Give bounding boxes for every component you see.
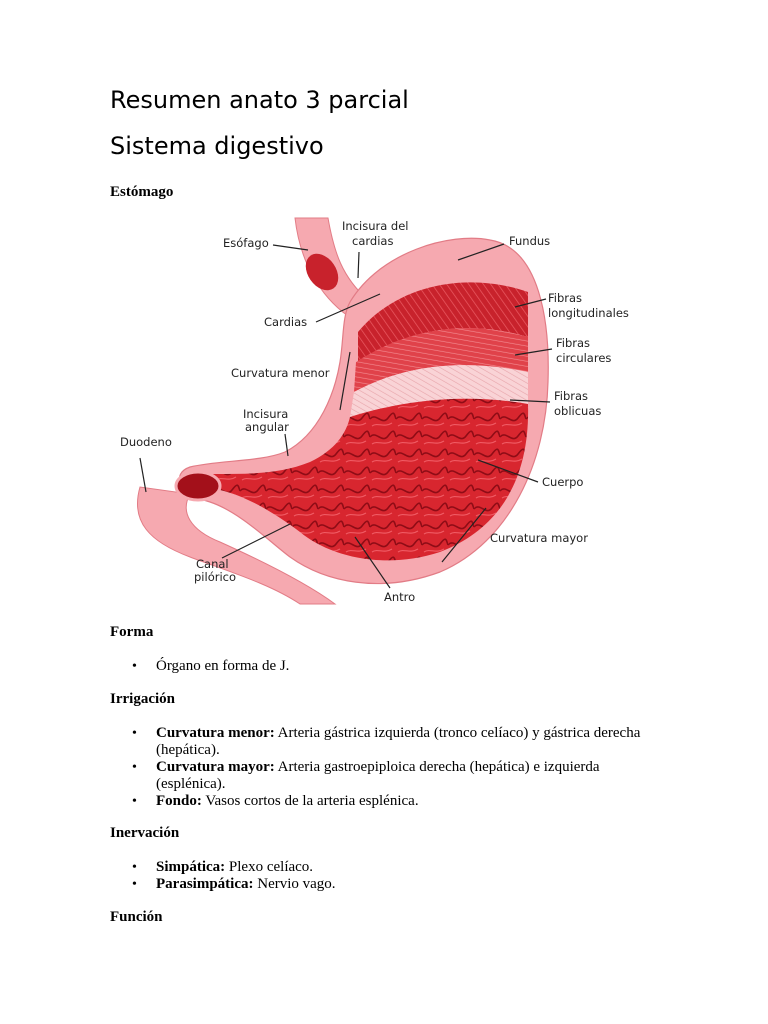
label-antro: Antro	[384, 590, 415, 604]
label-esofago: Esófago	[223, 236, 269, 250]
list-item-text: Órgano en forma de J.	[156, 658, 290, 674]
list-item: Órgano en forma de J.	[110, 658, 670, 675]
label-canal-pilorico-1: Canal	[196, 557, 229, 571]
list-item-term: Fondo:	[156, 793, 202, 809]
list-item-term: Curvatura mayor:	[156, 759, 275, 775]
stomach-anatomy-figure: Esófago Incisura del cardias Fundus Card…	[110, 212, 630, 608]
list-item-term: Curvatura menor:	[156, 725, 275, 741]
label-incisura-cardias-1: Incisura del	[342, 219, 408, 233]
document-subtitle: Sistema digestivo	[110, 132, 324, 160]
label-fibras-oblicuas-1: Fibras	[554, 389, 588, 403]
list-inervacion: Simpática: Plexo celíaco. Parasimpática:…	[110, 859, 670, 893]
list-item-term: Parasimpática:	[156, 876, 254, 892]
label-fibras-longitudinales-2: longitudinales	[548, 306, 629, 320]
list-item: Simpática: Plexo celíaco.	[110, 859, 670, 876]
label-fibras-longitudinales-1: Fibras	[548, 291, 582, 305]
label-incisura-cardias-2: cardias	[352, 234, 393, 248]
label-fibras-oblicuas-2: oblicuas	[554, 404, 601, 418]
list-forma: Órgano en forma de J.	[110, 658, 670, 675]
list-item: Curvatura mayor: Arteria gastroepiploica…	[110, 759, 670, 793]
list-item-text: Nervio vago.	[253, 876, 336, 892]
label-fibras-circulares-1: Fibras	[556, 336, 590, 350]
list-irrigacion: Curvatura menor: Arteria gástrica izquie…	[110, 725, 670, 810]
heading-forma: Forma	[110, 624, 154, 640]
duodenum-shape	[136, 486, 337, 605]
list-item: Parasimpática: Nervio vago.	[110, 876, 670, 893]
heading-inervacion: Inervación	[110, 825, 180, 841]
heading-estomago: Estómago	[110, 184, 174, 200]
list-item-text: Arteria gastroepiploica derecha (hepátic…	[156, 759, 600, 792]
label-curvatura-mayor: Curvatura mayor	[490, 531, 588, 545]
stomach-illustration: Esófago Incisura del cardias Fundus Card…	[120, 217, 629, 605]
list-item-term: Simpática:	[156, 859, 226, 875]
label-duodeno: Duodeno	[120, 435, 172, 449]
mucosa-shape	[204, 398, 529, 561]
label-fundus: Fundus	[509, 234, 550, 248]
label-incisura-angular-1: Incisura	[243, 407, 288, 421]
list-item: Curvatura menor: Arteria gástrica izquie…	[110, 725, 670, 759]
label-cuerpo: Cuerpo	[542, 475, 583, 489]
document-title: Resumen anato 3 parcial	[110, 86, 409, 114]
list-item-text: Plexo celíaco.	[225, 859, 314, 875]
label-canal-pilorico-2: pilórico	[194, 570, 236, 584]
list-item-text: Arteria gástrica izquierda (tronco celía…	[156, 725, 641, 758]
heading-irrigacion: Irrigación	[110, 691, 175, 707]
list-item-text: Vasos cortos de la arteria esplénica.	[201, 793, 419, 809]
label-cardias: Cardias	[264, 315, 307, 329]
heading-funcion: Función	[110, 909, 163, 925]
label-incisura-angular-2: angular	[245, 420, 289, 434]
list-item: Fondo: Vasos cortos de la arteria esplén…	[110, 793, 670, 810]
label-curvatura-menor: Curvatura menor	[231, 366, 330, 380]
label-fibras-circulares-2: circulares	[556, 351, 611, 365]
